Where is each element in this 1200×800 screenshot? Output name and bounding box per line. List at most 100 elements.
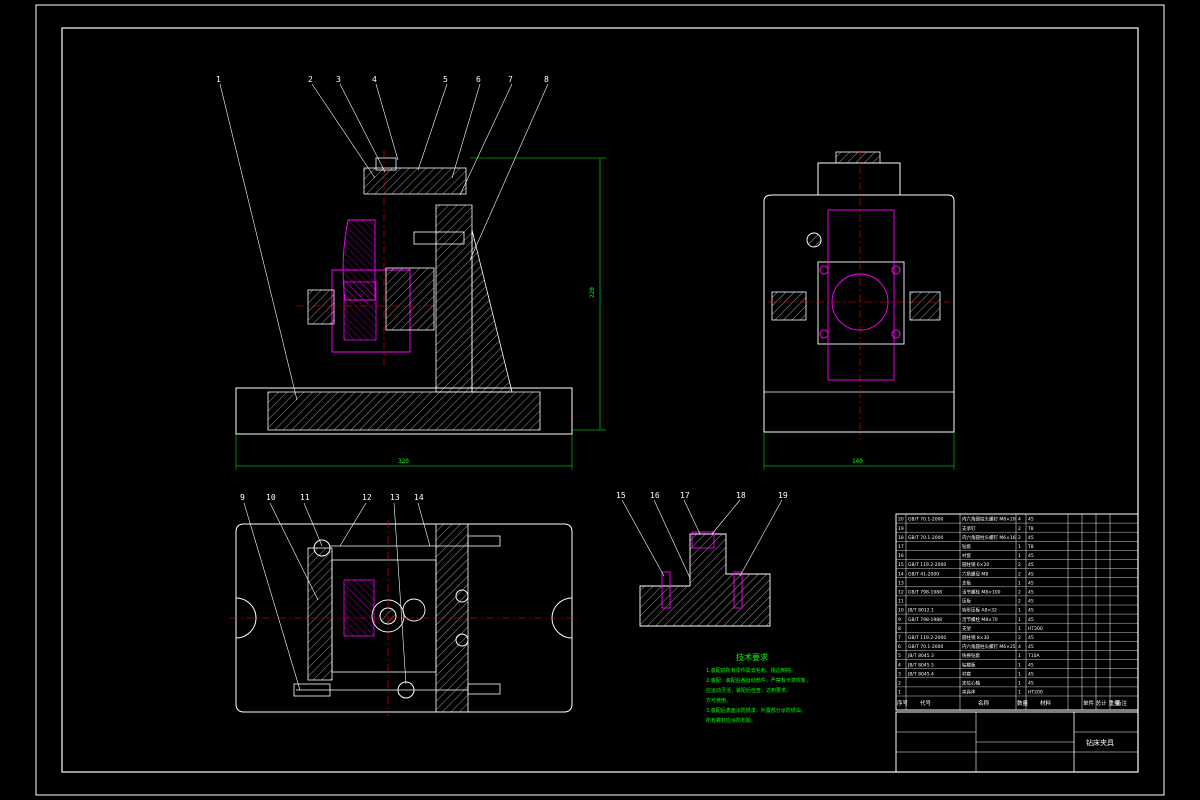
- bom-header-remark: 备注: [1116, 699, 1128, 707]
- bom-cell-name: 钻套: [962, 543, 971, 550]
- bom-cell-no: 10: [898, 608, 904, 614]
- bom-cell-mat: T8: [1027, 526, 1034, 532]
- bom-cell-no: 8: [898, 626, 901, 632]
- drawing-title: 钻床夹具: [1086, 738, 1114, 747]
- bom-cell-no: 19: [898, 526, 904, 532]
- bom-cell-qty: 2: [1018, 635, 1021, 641]
- part-number-10: 10: [266, 493, 276, 502]
- front-view: 320 220 1 2 3 4 5 6 7 8: [216, 75, 606, 470]
- bom-cell-name: 快换钻套: [962, 652, 980, 659]
- bom-cell-qty: 1: [1018, 580, 1021, 586]
- tech-req-line-2: 2.装配：装配后各运动部件，严禁有卡滞现象，: [706, 677, 811, 684]
- bom-cell-mat: 45: [1028, 535, 1034, 541]
- part-number-19: 19: [778, 491, 788, 500]
- bom-cell-no: 3: [898, 671, 901, 677]
- bom-cell-no: 6: [898, 644, 901, 650]
- detail-view: 15 16 17 18 19: [616, 491, 788, 627]
- part-number-18: 18: [736, 491, 746, 500]
- bom-cell-std: GB/T 41-2000: [908, 571, 939, 577]
- bom-cell-no: 11: [898, 599, 904, 605]
- bom-cell-mat: 45: [1028, 580, 1034, 586]
- bom-cell-name: 内六角圆柱头螺钉 M6×16: [962, 534, 1016, 541]
- bom-cell-qty: 1: [1018, 626, 1021, 632]
- bom-cell-mat: 45: [1028, 517, 1034, 523]
- bom-cell-qty: 1: [1018, 662, 1021, 668]
- part-number-14: 14: [414, 493, 424, 502]
- sheet-border-inner: [61, 27, 1139, 773]
- bom-cell-qty: 1: [1018, 690, 1021, 696]
- bom-cell-std: GB/T 70.1-2000: [908, 644, 944, 650]
- bom-cell-name: 支架: [962, 625, 971, 632]
- bom-cell-name: 支板: [962, 579, 971, 586]
- part-number-8: 8: [544, 75, 549, 84]
- tech-req-title: 技术要求: [736, 652, 768, 662]
- bom-cell-name: 内六角圆柱头螺钉 M8×20: [962, 516, 1016, 523]
- bom-cell-name: 活节螺栓 M8×70: [962, 616, 998, 623]
- bom-cell-no: 14: [898, 571, 904, 577]
- bom-cell-mat: 45: [1028, 681, 1034, 687]
- part-number-5: 5: [443, 75, 448, 84]
- bom-cell-std: JB/T 8045.3: [907, 653, 934, 659]
- bom-cell-qty: 2: [1018, 590, 1021, 596]
- bom-cell-name: 支承钉: [962, 525, 976, 532]
- bom-cell-mat: 45: [1028, 644, 1034, 650]
- bom-cell-no: 18: [898, 535, 904, 541]
- bom-cell-std: JB/T 8012.1: [907, 608, 934, 614]
- bom-cell-qty: 4: [1018, 517, 1021, 523]
- bom-cell-name: 定位心轴: [962, 680, 980, 687]
- bom-cell-mat: 45: [1028, 599, 1034, 605]
- bom-cell-mat: 45: [1028, 553, 1034, 559]
- bom-cell-no: 13: [898, 580, 904, 586]
- side-view: 140: [763, 150, 955, 470]
- tech-req-line-5: 3.装配后表面涂防锈漆，外露部分涂防锈油，: [706, 707, 806, 714]
- bom-header-no: 序号: [897, 699, 909, 707]
- part-number-2: 2: [308, 75, 313, 84]
- tech-req-line-6: 所有螺钉应涂防松胶。: [706, 717, 756, 724]
- bom-cell-name: 圆柱销 8×30: [962, 634, 989, 641]
- bom-cell-qty: 1: [1018, 681, 1021, 687]
- bom-cell-mat: T10A: [1027, 653, 1040, 659]
- bom-cell-no: 16: [898, 553, 904, 559]
- bom-cell-qty: 1: [1018, 671, 1021, 677]
- bom-cell-qty: 1: [1018, 608, 1021, 614]
- bom-cell-qty: 4: [1018, 644, 1021, 650]
- bom-cell-mat: 45: [1028, 635, 1034, 641]
- bom-cell-std: GB/T 798-1988: [908, 590, 942, 596]
- bom-cell-std: JB/T 8045.5: [907, 662, 934, 668]
- bom-cell-no: 1: [898, 690, 901, 696]
- front-height-dimension: 220: [589, 287, 596, 298]
- bom-cell-no: 9: [898, 617, 901, 623]
- title-block: 钻床夹具: [895, 711, 1139, 773]
- part-number-13: 13: [390, 493, 400, 502]
- bom-cell-no: 2: [898, 681, 901, 687]
- bom-cell-std: GB/T 119.2-2000: [908, 635, 946, 641]
- bom-cell-mat: 45: [1028, 662, 1034, 668]
- bom-cell-qty: 1: [1018, 653, 1021, 659]
- bom-cell-std: GB/T 119.2-2000: [908, 562, 946, 568]
- bom-cell-qty: 2: [1018, 599, 1021, 605]
- bom-cell-qty: 2: [1018, 535, 1021, 541]
- bom-cell-name: 钻模板: [962, 661, 976, 668]
- bom-cell-name: 衬套: [962, 552, 971, 559]
- bom-cell-mat: T8: [1027, 544, 1034, 550]
- bom-cell-no: 12: [898, 590, 904, 596]
- bom-cell-mat: 45: [1028, 562, 1034, 568]
- part-number-17: 17: [680, 491, 690, 500]
- bom-cell-qty: 2: [1018, 526, 1021, 532]
- bom-cell-qty: 1: [1018, 544, 1021, 550]
- bom-cell-mat: 45: [1028, 671, 1034, 677]
- bom-cell-name: 钩形压板 A8×32: [962, 607, 997, 614]
- bom-header-std: 代号: [920, 699, 932, 707]
- part-number-1: 1: [216, 75, 221, 84]
- bom-cell-std: JB/T 8045.4: [907, 671, 934, 677]
- bom-cell-name: 衬套: [962, 670, 971, 677]
- bom-header-name: 名称: [978, 699, 990, 707]
- bom-cell-std: GB/T 798-1988: [908, 617, 942, 623]
- bom-cell-name: 夹具体: [962, 689, 976, 696]
- bom-cell-mat: 45: [1028, 608, 1034, 614]
- bom-cell-mat: 45: [1028, 571, 1034, 577]
- bom-cell-mat: HT200: [1028, 690, 1043, 696]
- bom-cell-qty: 1: [1018, 617, 1021, 623]
